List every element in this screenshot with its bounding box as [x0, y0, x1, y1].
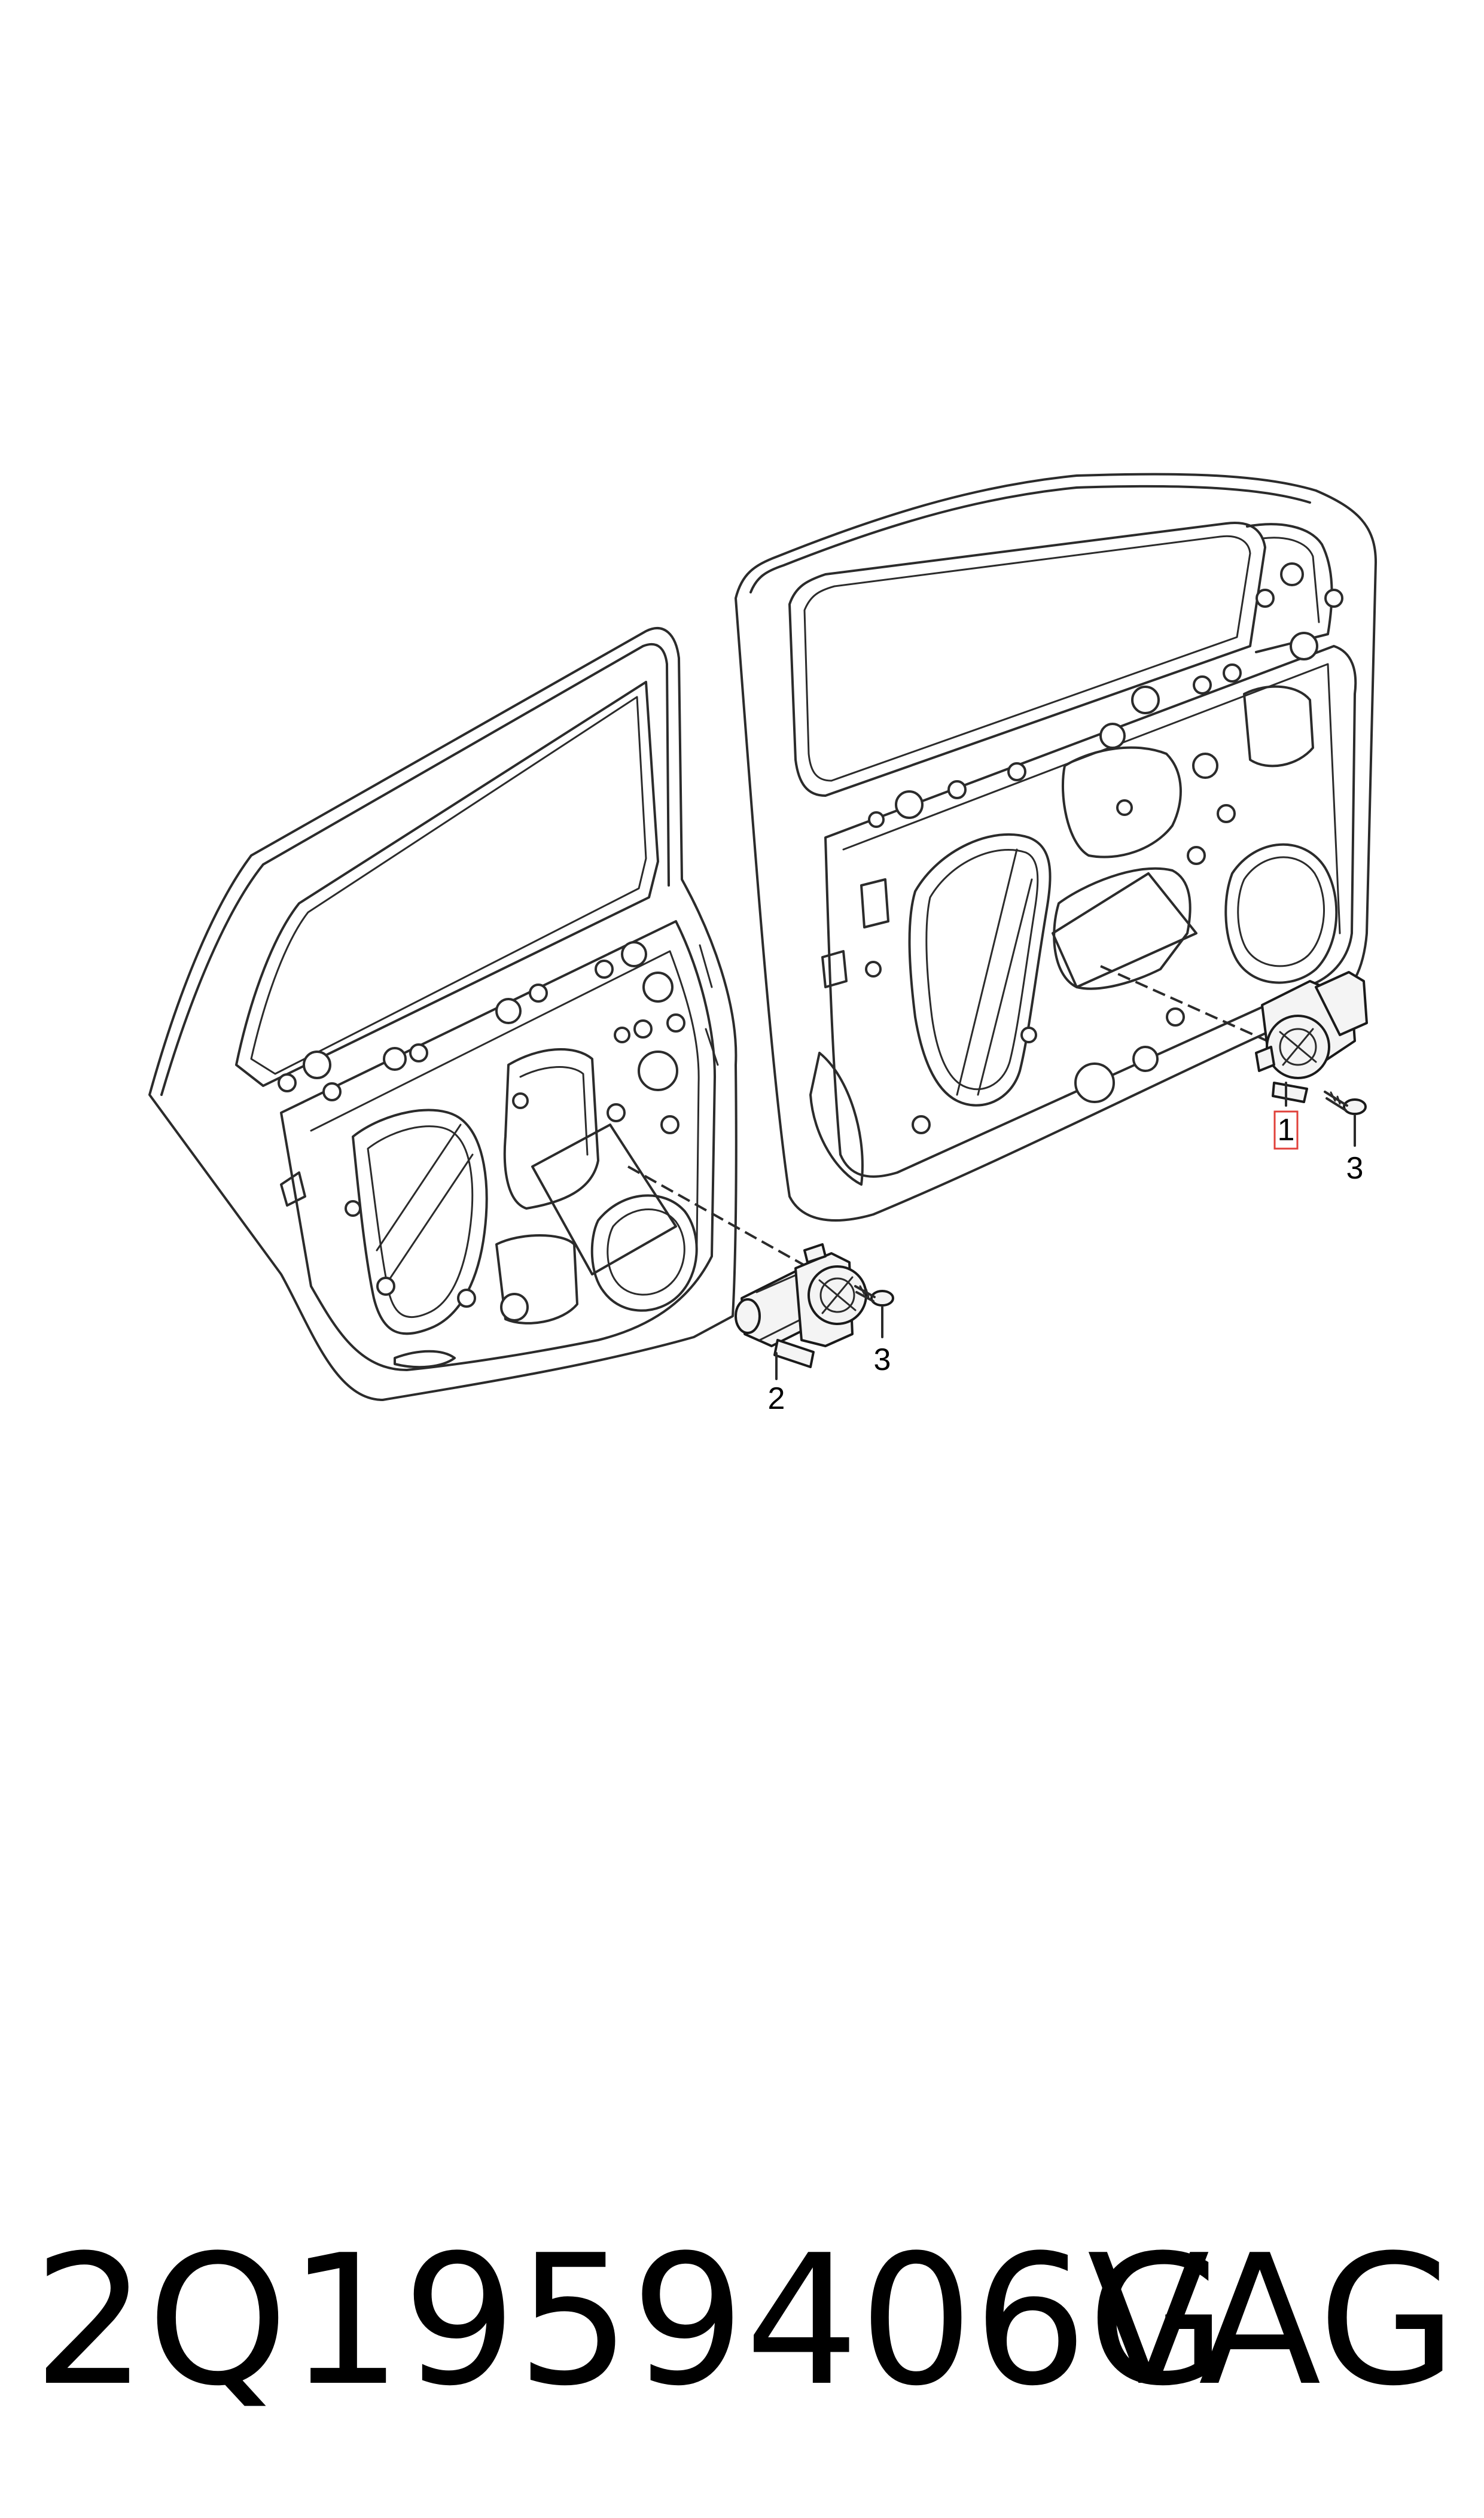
callout-1-highlight: [1273, 1110, 1299, 1150]
callout-3-rear: 3: [874, 1342, 891, 1377]
footer: 2Q1959406G VAG: [0, 2213, 1484, 2429]
part-number: 2Q1959406G: [33, 2216, 1227, 2425]
front-assembly-line: [1100, 965, 1275, 1045]
callout-1: 1: [1278, 1113, 1295, 1147]
callout-3-front: 3: [1346, 1151, 1364, 1186]
front-screw: [1324, 1091, 1367, 1115]
brand-label: VAG: [1087, 2216, 1457, 2425]
front-door-panel: [735, 473, 1377, 1222]
callout-2: 2: [768, 1381, 785, 1416]
rear-window-motor: [735, 1243, 867, 1368]
rear-door-panel: [148, 627, 738, 1401]
front-window-motor: [1255, 971, 1368, 1103]
rear-assembly-line: [627, 1165, 805, 1266]
rear-screw: [854, 1285, 894, 1307]
